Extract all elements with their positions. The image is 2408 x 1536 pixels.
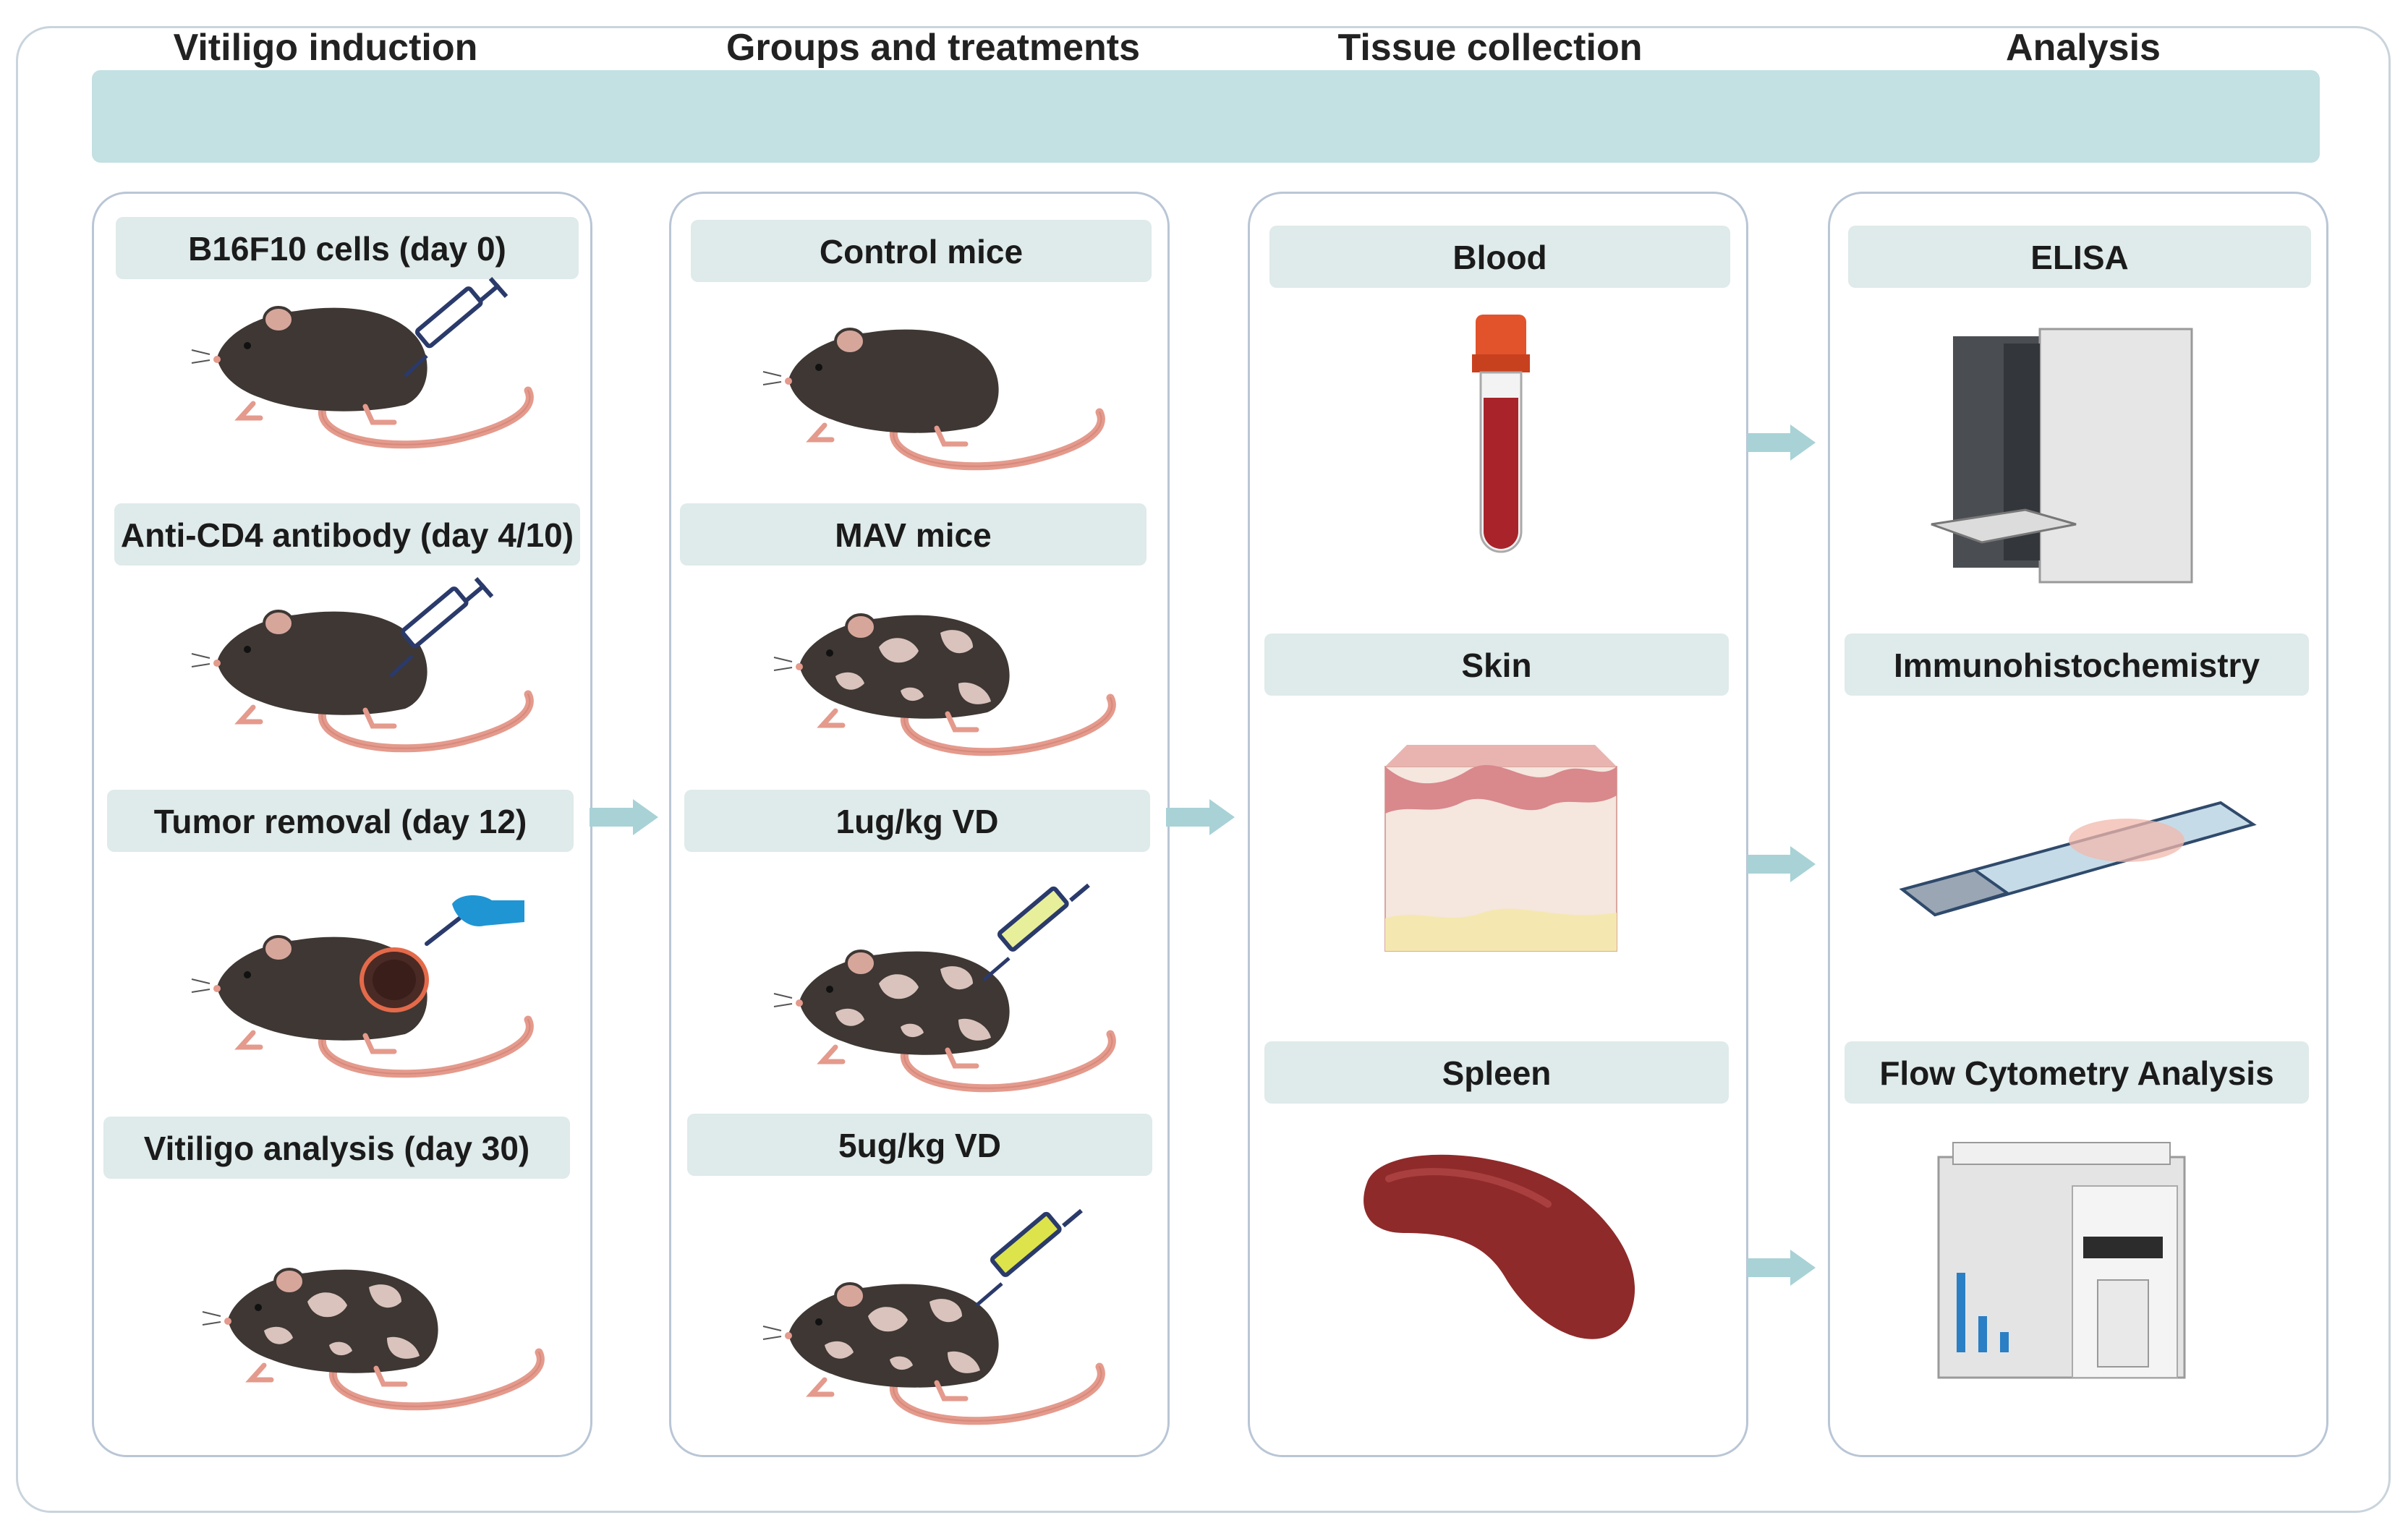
mouse-illustration (210, 911, 499, 1106)
tissue-label-blood: Blood (1269, 226, 1730, 288)
analysis-label-flow-cytometry: Flow Cytometry Analysis (1845, 1041, 2309, 1104)
mouse-illustration (781, 304, 1071, 499)
scalpel-hand-icon (425, 895, 524, 946)
syringe-icon (975, 1208, 1083, 1307)
group-label-1ug-vd: 1ug/kg VD (684, 790, 1150, 852)
stage-title-induction: Vitiligo induction (173, 27, 478, 69)
stage-title-groups: Groups and treatments (726, 27, 1141, 69)
tissue-label-skin: Skin (1264, 633, 1729, 696)
tissue-label-spleen: Spleen (1264, 1041, 1729, 1104)
skin-section-icon (1384, 745, 1617, 952)
step-label-tumor-removal: Tumor removal (day 12) (107, 790, 574, 852)
step-label-anti-cd4: Anti-CD4 antibody (day 4/10) (114, 503, 580, 566)
group-label-control: Control mice (691, 220, 1152, 282)
step-label-b16f10: B16F10 cells (day 0) (116, 217, 579, 279)
analysis-label-elisa: ELISA (1848, 226, 2311, 288)
group-label-mav: MAV mice (680, 503, 1146, 566)
flow-arrow (1747, 1250, 1816, 1286)
stage-title-analysis: Analysis (2006, 27, 2161, 69)
flow-arrow (1747, 846, 1816, 882)
stage-title-tissue: Tissue collection (1337, 27, 1643, 69)
spleen-icon (1363, 1154, 1635, 1339)
syringe-icon (405, 304, 506, 383)
flow-arrow (590, 799, 658, 835)
analysis-label-ihc: Immunohistochemistry (1845, 633, 2309, 696)
step-label-vitiligo-analysis: Vitiligo analysis (day 30) (103, 1117, 570, 1179)
group-label-5ug-vd: 5ug/kg VD (687, 1114, 1152, 1176)
diagram-frame (16, 26, 2391, 1513)
plate-reader-icon (1931, 328, 2193, 584)
mouse-illustration (221, 1244, 510, 1439)
microscope-slide-icon (1899, 801, 2257, 917)
flow-arrow (1166, 799, 1235, 835)
mouse-illustration (792, 589, 1081, 785)
flow-cytometer-icon (1937, 1142, 2186, 1379)
syringe-icon (982, 883, 1090, 981)
blood-tube-icon (1472, 315, 1530, 553)
flow-arrow (1747, 424, 1816, 461)
syringe-icon (391, 604, 492, 683)
stage-header-band (92, 70, 2320, 163)
